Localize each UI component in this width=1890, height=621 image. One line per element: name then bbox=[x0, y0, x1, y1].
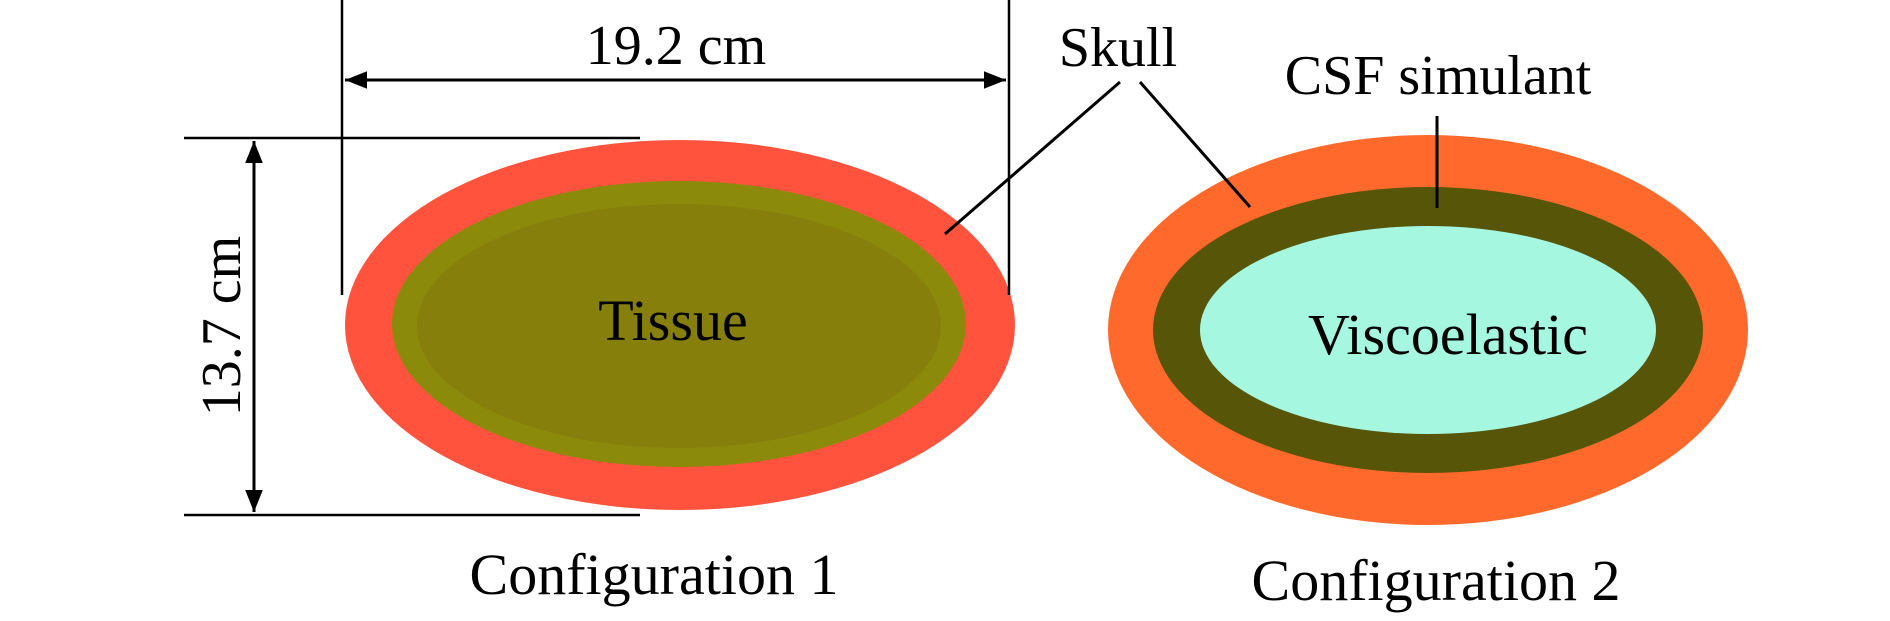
csf-label: CSF simulant bbox=[1285, 45, 1592, 107]
configuration-1: Tissue bbox=[345, 140, 1015, 510]
skull-leader-config2 bbox=[1138, 81, 1252, 208]
skull-leader-config1 bbox=[944, 80, 1121, 236]
width-label: 19.2 cm bbox=[586, 15, 766, 77]
height-dimension: 13.7 cm bbox=[184, 136, 640, 517]
viscoelastic-label: Viscoelastic bbox=[1308, 302, 1588, 367]
height-label: 13.7 cm bbox=[191, 236, 253, 416]
configuration-2-caption: Configuration 2 bbox=[1252, 548, 1621, 613]
configuration-2: Viscoelastic bbox=[1108, 135, 1748, 525]
configuration-1-caption: Configuration 1 bbox=[470, 542, 839, 607]
csf-callout: CSF simulant bbox=[1285, 45, 1592, 208]
viscoelastic-core bbox=[1200, 226, 1656, 434]
skull-label: Skull bbox=[1059, 17, 1177, 79]
skull-callout: Skull bbox=[944, 17, 1252, 236]
tissue-core bbox=[417, 204, 941, 448]
tissue-label: Tissue bbox=[598, 288, 747, 353]
width-dimension: 19.2 cm bbox=[340, 0, 1011, 295]
